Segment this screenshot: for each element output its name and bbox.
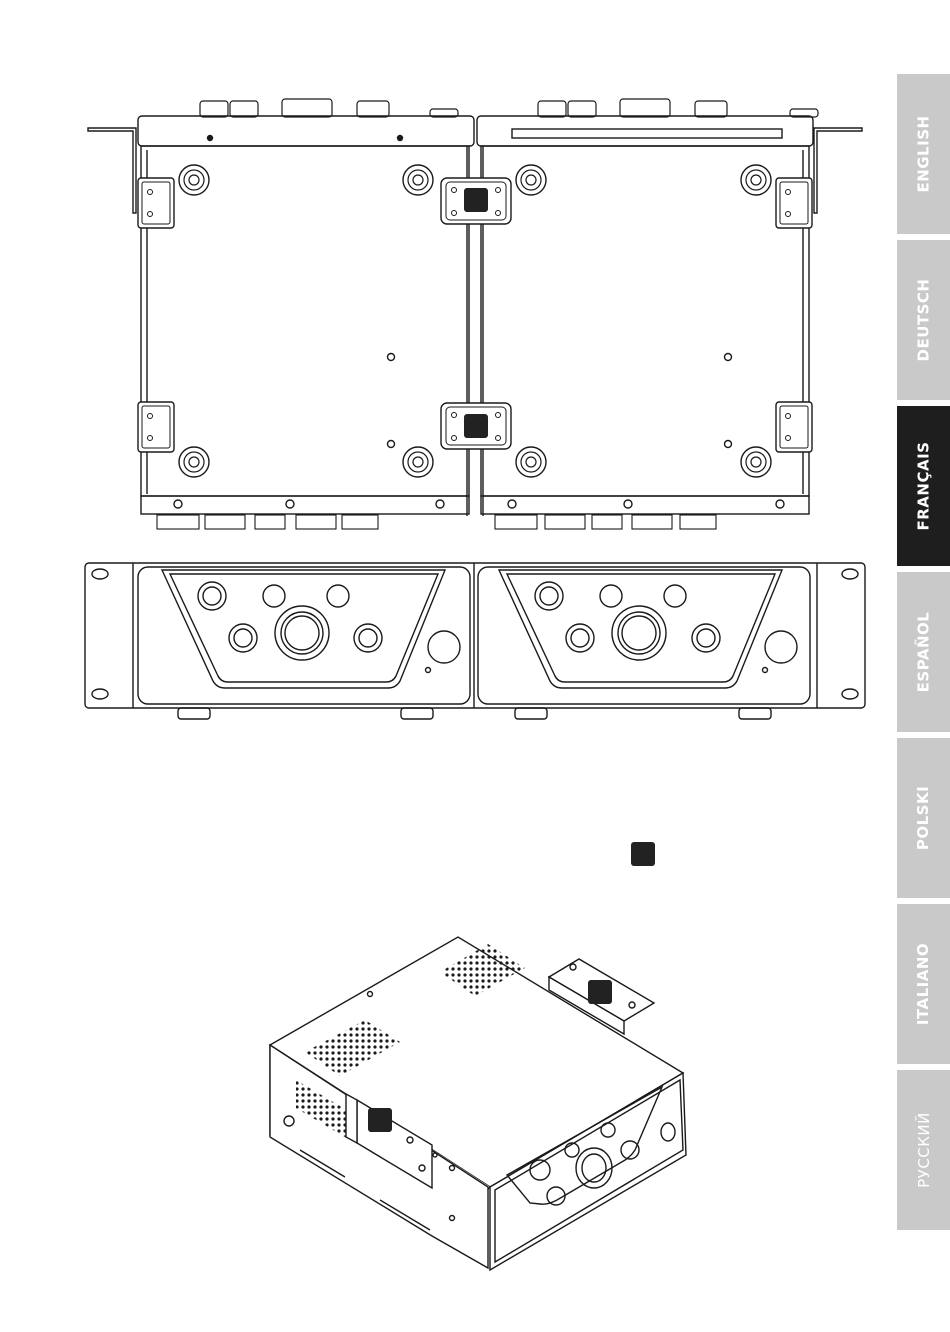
tab-deutsch[interactable]: DEUTSCH — [897, 240, 950, 400]
tab-francais[interactable]: FRANÇAIS — [897, 406, 950, 566]
link-plate-bottom — [441, 403, 511, 449]
tab-russian-label: РУССКИЙ — [915, 1112, 933, 1188]
tab-english[interactable]: ENGLISH — [897, 74, 950, 234]
tab-polski-label: POLSKI — [915, 786, 933, 850]
tab-english-label: ENGLISH — [915, 115, 933, 192]
tab-espanol[interactable]: ESPAÑOL — [897, 572, 950, 732]
link-plate-top — [441, 178, 511, 224]
tab-espanol-label: ESPAÑOL — [915, 612, 933, 693]
tab-polski[interactable]: POLSKI — [897, 738, 950, 898]
tab-italiano[interactable]: ITALIANO — [897, 904, 950, 1064]
front-view — [85, 563, 865, 719]
tab-francais-label: FRANÇAIS — [915, 442, 933, 531]
tab-deutsch-label: DEUTSCH — [915, 279, 933, 362]
rack-bracket-marker-icon — [631, 842, 655, 866]
tab-italiano-label: ITALIANO — [915, 943, 933, 1025]
isometric-view — [270, 937, 686, 1270]
tab-russian[interactable]: РУССКИЙ — [897, 1070, 950, 1230]
